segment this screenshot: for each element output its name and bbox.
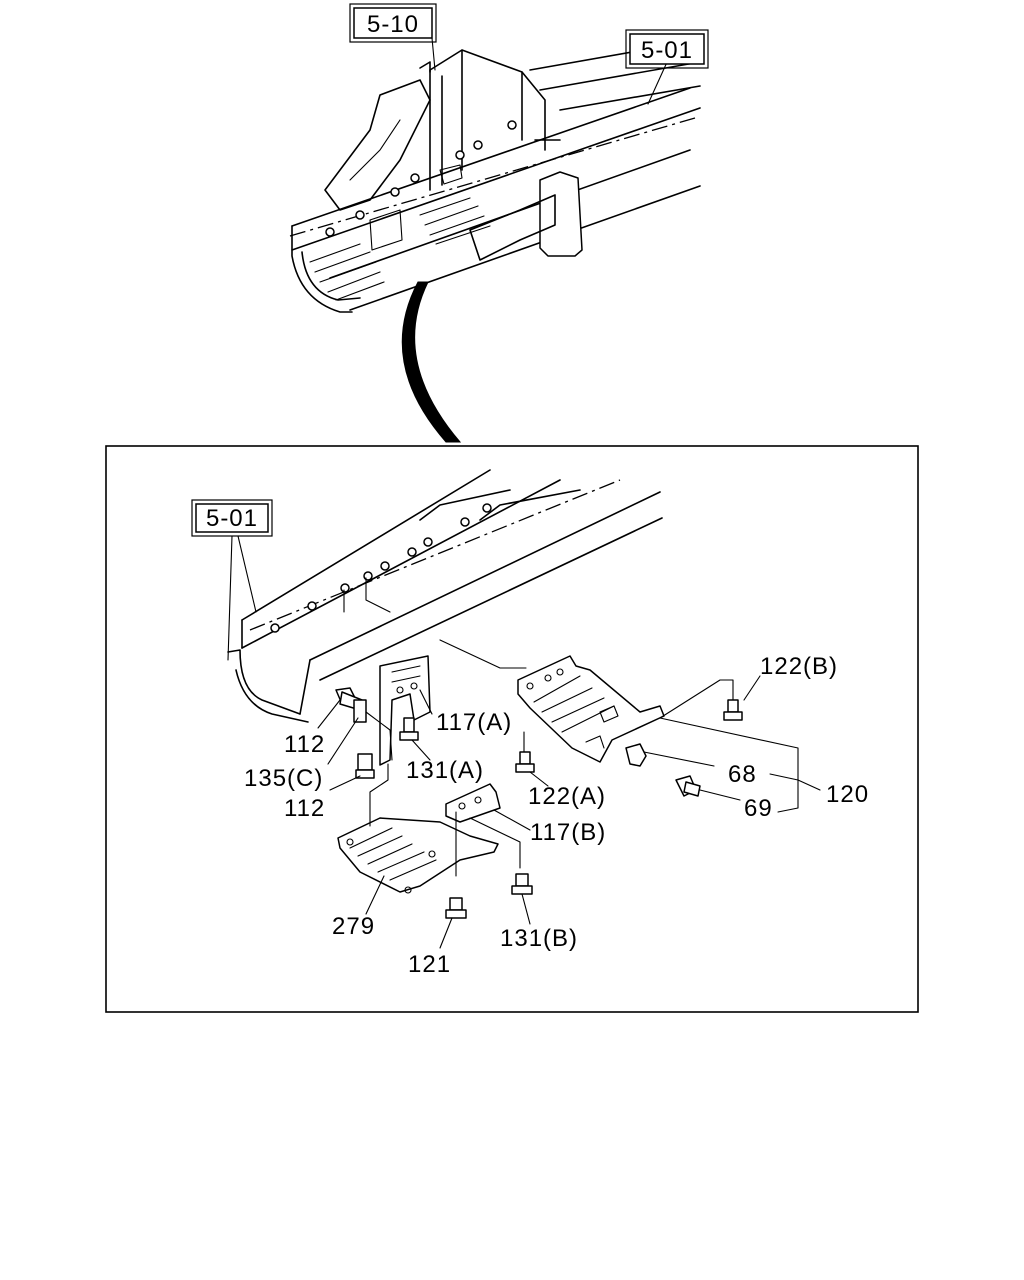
ref-box-5-10: 5-10 xyxy=(349,3,437,43)
ref-label-5-01-top: 5-01 xyxy=(641,37,693,64)
bolt-112-lower xyxy=(355,753,375,779)
label-122a: 122(A) xyxy=(528,783,606,810)
leader-lines xyxy=(317,675,821,949)
label-131a: 131(A) xyxy=(406,757,484,784)
label-135c: 135(C) xyxy=(244,765,323,792)
rail-bolts xyxy=(270,503,492,633)
label-279: 279 xyxy=(332,913,375,940)
ref-label-5-10: 5-10 xyxy=(367,11,419,38)
part-labels: 112 135(C) 112 117(A) 131(A) 122(A) 122(… xyxy=(244,653,869,978)
label-68: 68 xyxy=(728,761,757,788)
washer-135c xyxy=(353,699,367,723)
label-69: 69 xyxy=(744,795,773,822)
label-122b: 122(B) xyxy=(760,653,838,680)
frame-overview xyxy=(289,39,701,313)
label-112-lower: 112 xyxy=(284,795,325,822)
ref-box-5-01-detail: 5-01 xyxy=(191,499,273,537)
bolt-131a xyxy=(399,717,419,741)
skid-plate-279 xyxy=(337,817,499,894)
ref-box-5-01-top: 5-01 xyxy=(625,29,709,69)
bolt-122b xyxy=(723,699,743,721)
label-131b: 131(B) xyxy=(500,925,578,952)
label-112-top: 112 xyxy=(284,731,325,758)
bolt-121 xyxy=(445,897,467,919)
frame-rail-detail xyxy=(227,469,663,723)
label-120: 120 xyxy=(826,781,869,808)
bolt-131b xyxy=(511,873,533,895)
label-117b: 117(B) xyxy=(530,819,606,846)
label-117a: 117(A) xyxy=(436,709,512,736)
clip-68 xyxy=(625,743,647,767)
label-121: 121 xyxy=(408,951,451,978)
detail-frame xyxy=(105,445,919,1013)
ref-label-5-01-detail: 5-01 xyxy=(206,505,258,532)
bracket-117b xyxy=(445,783,501,823)
bolt-69 xyxy=(675,775,701,797)
detail-pointer-arrow xyxy=(401,281,462,443)
bracket-117a xyxy=(379,655,431,766)
bolt-122a xyxy=(515,751,535,773)
skid-plate-120 xyxy=(517,655,665,763)
frame-bolts xyxy=(325,120,517,237)
